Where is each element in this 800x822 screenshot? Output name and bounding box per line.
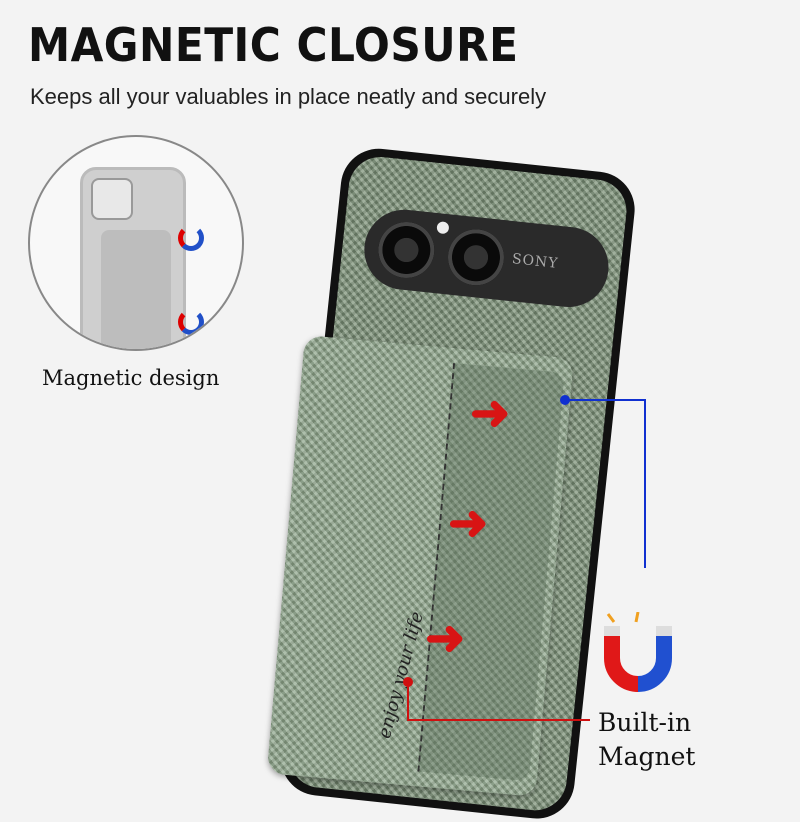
blue-callout-line <box>565 399 646 568</box>
horseshoe-magnet-icon <box>604 612 672 692</box>
mini-phone-image <box>80 167 186 349</box>
curved-arrow-icon: ➜ <box>425 612 466 665</box>
magnetic-design-label: Magnetic design <box>42 366 220 390</box>
magnetic-design-inset <box>28 135 244 351</box>
page-subtitle: Keeps all your valuables in place neatly… <box>30 84 547 109</box>
mini-card-holder <box>101 230 171 349</box>
curved-arrow-icon: ➜ <box>448 497 489 550</box>
built-in-magnet-label: Built-in Magnet <box>598 706 695 774</box>
mini-camera <box>91 178 133 220</box>
small-magnet-icon <box>178 309 204 335</box>
red-callout-line <box>407 682 590 721</box>
built-in-label-line2: Magnet <box>598 742 696 771</box>
page-title: MAGNETIC CLOSURE <box>28 18 519 72</box>
callout-lines <box>403 395 646 721</box>
curved-arrow-icon: ➜ <box>470 387 511 440</box>
small-magnet-icon <box>178 225 204 251</box>
built-in-label-line1: Built-in <box>598 708 692 737</box>
